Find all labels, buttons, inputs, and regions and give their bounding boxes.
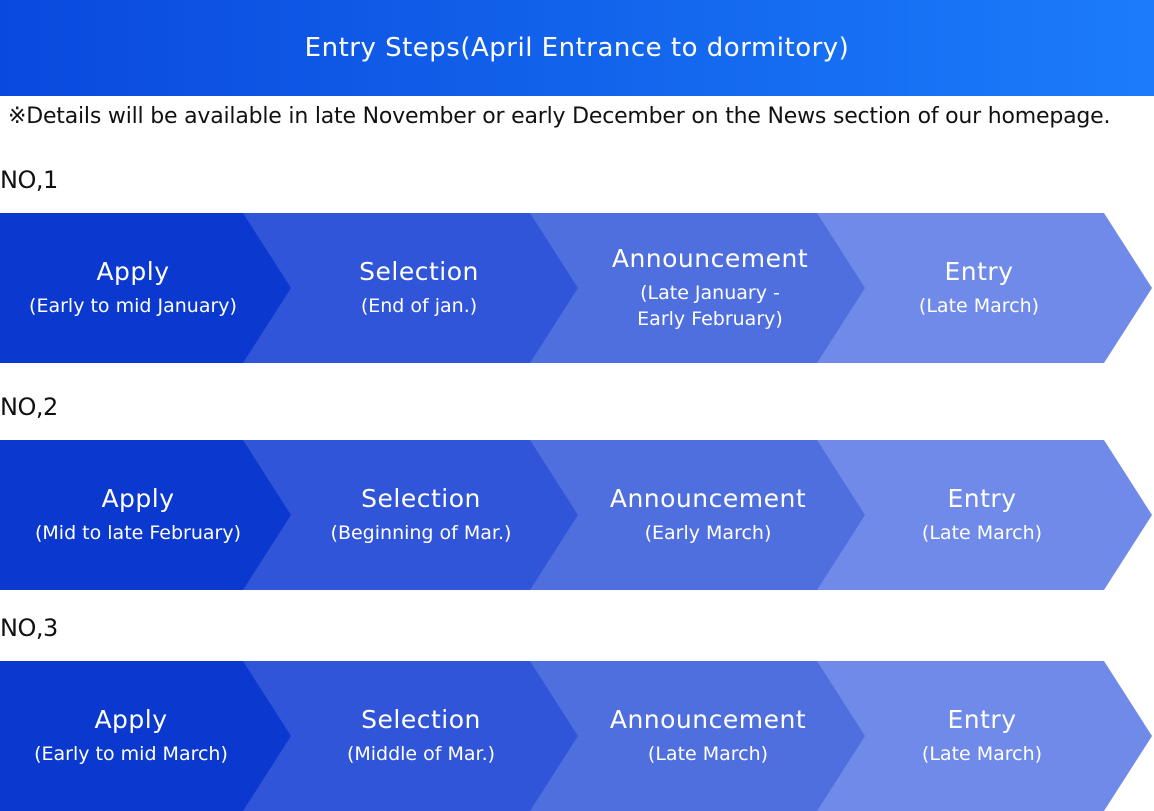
flow-3-step-1-shape — [0, 661, 291, 811]
flow-1-step-announcement: Announcement (Late January - Early Febru… — [577, 213, 843, 363]
flow-2-step-selection: Selection (Beginning of Mar.) — [290, 440, 552, 590]
step-title: Entry — [947, 484, 1017, 513]
step-date: (Early March) — [644, 522, 772, 544]
flow-2-step-entry: Entry (Late March) — [864, 440, 1100, 590]
step-title: Announcement — [609, 484, 807, 513]
step-date: (Middle of Mar.) — [346, 743, 496, 765]
step-title: Selection — [361, 705, 481, 734]
step-title: Entry — [947, 705, 1017, 734]
flow-1-step-4-shape — [816, 213, 1152, 363]
flow-1-step-3-shape — [529, 213, 865, 363]
flow-2-step-4-shape — [816, 440, 1152, 590]
step-title: Selection — [359, 257, 479, 286]
flow-1-arrows — [0, 213, 1152, 363]
step-title: Apply — [96, 257, 170, 286]
flow-2-step-announcement: Announcement (Early March) — [577, 440, 839, 590]
flow-3-step-3-shape — [529, 661, 865, 811]
flow-1-step-selection: Selection (End of jan.) — [290, 213, 548, 363]
flow-3-step-selection: Selection (Middle of Mar.) — [290, 661, 552, 811]
flow-3-arrows — [0, 661, 1152, 811]
flow-3-step-apply: Apply (Early to mid March) — [0, 661, 262, 811]
flow-2-step-2-shape — [242, 440, 578, 590]
step-date: (Beginning of Mar.) — [330, 522, 512, 544]
flow-1-step-entry: Entry (Late March) — [864, 213, 1094, 363]
flow-2-arrows — [0, 440, 1152, 590]
step-title: Announcement — [609, 705, 807, 734]
step-title: Selection — [361, 484, 481, 513]
step-date: (Late March) — [647, 743, 769, 765]
flow-2-step-apply: Apply (Mid to late February) — [0, 440, 276, 590]
flow-2: Apply (Mid to late February) Selection (… — [0, 440, 1154, 590]
header-banner: Entry Steps(April Entrance to dormitory) — [0, 0, 1154, 96]
step-date: (Late March) — [918, 295, 1040, 317]
page-title: Entry Steps(April Entrance to dormitory) — [304, 33, 850, 63]
step-title: Announcement — [611, 244, 809, 273]
flow-label-1: NO,1 — [0, 166, 58, 194]
step-date: (Late March) — [921, 743, 1043, 765]
flow-1-step-2-shape — [242, 213, 578, 363]
flow-1-step-apply: Apply (Early to mid January) — [0, 213, 266, 363]
flow-3-step-entry: Entry (Late March) — [864, 661, 1100, 811]
step-date: (Mid to late February) — [34, 522, 241, 544]
flow-2-step-3-shape — [529, 440, 865, 590]
flow-label-2: NO,2 — [0, 393, 58, 421]
flow-1-step-1-shape — [0, 213, 291, 363]
step-date: (Early to mid January) — [29, 295, 237, 317]
step-date: (Late January - Early February) — [637, 282, 783, 330]
flow-1: Apply (Early to mid January) Selection (… — [0, 213, 1154, 363]
step-date: (End of jan.) — [360, 295, 478, 317]
flow-2-step-1-shape — [0, 440, 291, 590]
flow-label-3: NO,3 — [0, 614, 58, 642]
step-date: (Late March) — [921, 522, 1043, 544]
flow-3-step-2-shape — [242, 661, 578, 811]
flow-3-step-announcement: Announcement (Late March) — [577, 661, 839, 811]
step-date: (Early to mid March) — [34, 743, 228, 765]
step-title: Apply — [101, 484, 175, 513]
flow-3-step-4-shape — [816, 661, 1152, 811]
details-note: ※Details will be available in late Novem… — [8, 104, 1111, 129]
step-title: Apply — [94, 705, 168, 734]
flow-3: Apply (Early to mid March) Selection (Mi… — [0, 661, 1154, 811]
step-title: Entry — [944, 257, 1014, 286]
